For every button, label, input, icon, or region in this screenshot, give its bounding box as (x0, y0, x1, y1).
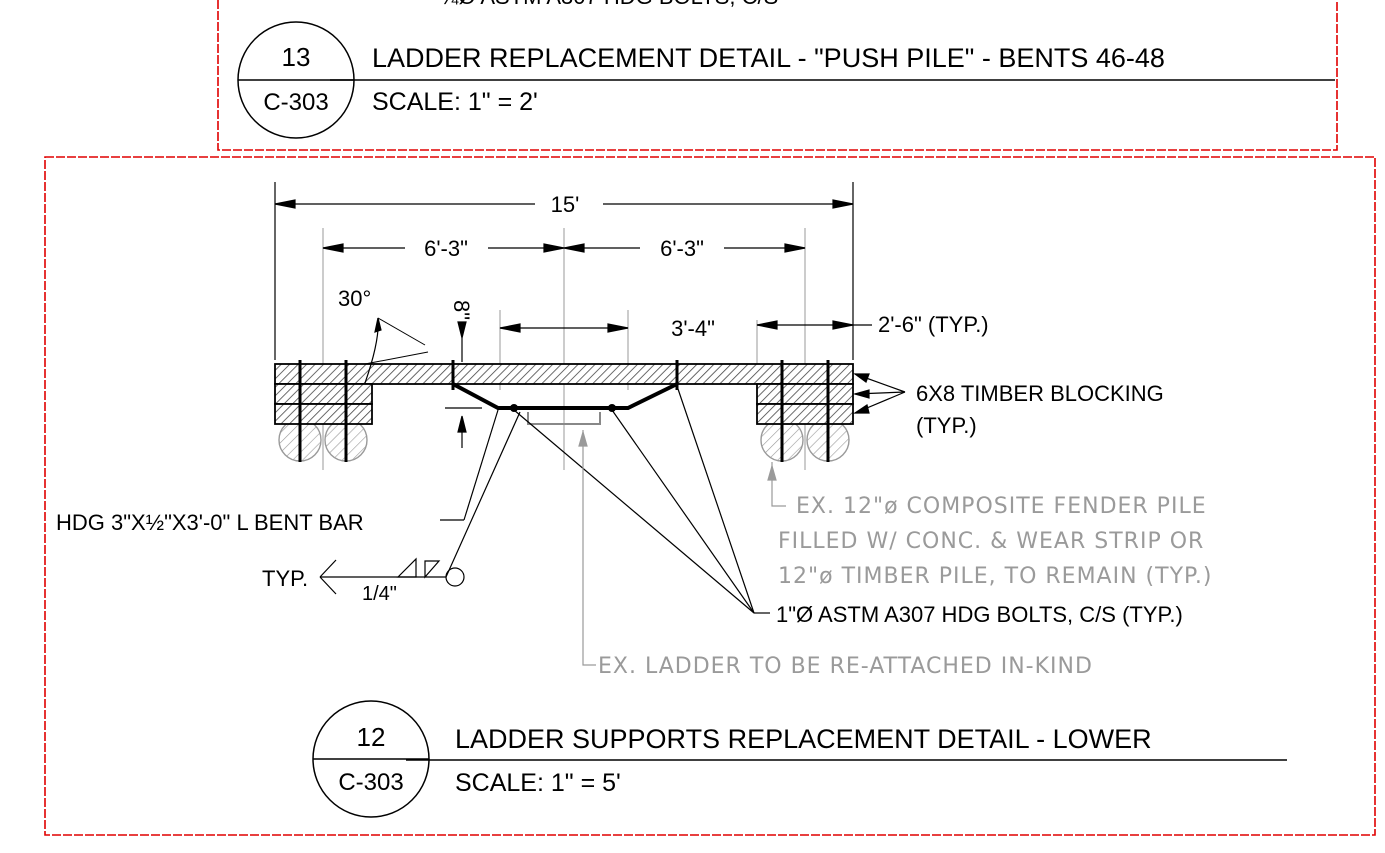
leaders (319, 373, 906, 614)
ladder-callout: EX. LADDER TO BE RE-ATTACHED IN-KIND (598, 654, 1093, 679)
dim-right-half: 6'-3" (660, 236, 704, 261)
dim-end: 2'-6" (TYP.) (878, 312, 989, 337)
pile-callout-3: 12"ø TIMBER PILE, TO REMAIN (TYP.) (778, 564, 1212, 589)
dim-left-half: 6'-3" (424, 236, 468, 261)
ladder-bracket (527, 412, 601, 425)
partial-bolt-note: ¾Ø ASTM A307 HDG BOLTS, C/S (440, 0, 778, 9)
dim-center: 3'-4" (671, 316, 715, 341)
weld-typ: TYP. (262, 566, 308, 591)
revision-cloud-bottom (44, 156, 1376, 836)
detail-scale: SCALE: 1" = 5' (455, 769, 621, 797)
sheet-reference: C-303 (338, 769, 403, 796)
blocking-callout: 6X8 TIMBER BLOCKING (916, 381, 1164, 406)
detail-title: LADDER SUPPORTS REPLACEMENT DETAIL - LOW… (455, 724, 1152, 754)
detail-number: 12 (357, 722, 386, 752)
dimensions (274, 199, 872, 448)
bolts (298, 360, 830, 462)
dim-overall: 15' (551, 192, 580, 217)
bolts-callout: 1"Ø ASTM A307 HDG BOLTS, C/S (TYP.) (776, 602, 1183, 627)
detail-number: 13 (282, 42, 311, 72)
bent-bar (452, 382, 678, 410)
detail-13-title-block: 13 C-303 LADDER REPLACEMENT DETAIL - "PU… (237, 21, 1335, 139)
detail-12-title-block: 12 C-303 LADDER SUPPORTS REPLACEMENT DET… (312, 700, 1287, 818)
bent-bar-callout: HDG 3"X½"X3'-0" L BENT BAR (56, 510, 364, 535)
bent-bar-bolts (510, 404, 616, 412)
detail-scale: SCALE: 1" = 2' (372, 88, 538, 116)
blocking-typ: (TYP.) (916, 413, 977, 438)
dim-angle: 30° (338, 286, 371, 311)
existing-leaders (578, 429, 786, 666)
sheet-reference: C-303 (263, 89, 328, 116)
pile-callout-2: FILLED W/ CONC. & WEAR STRIP OR (778, 529, 1204, 554)
detail-12-plan (274, 182, 854, 470)
detail-title: LADDER REPLACEMENT DETAIL - "PUSH PILE" … (372, 43, 1165, 73)
weld-size: 1/4" (362, 583, 397, 605)
pile-callout-1: EX. 12"ø COMPOSITE FENDER PILE (796, 494, 1207, 519)
dim-offset: 8" (449, 300, 474, 320)
revision-cloud-top (217, 0, 1338, 151)
